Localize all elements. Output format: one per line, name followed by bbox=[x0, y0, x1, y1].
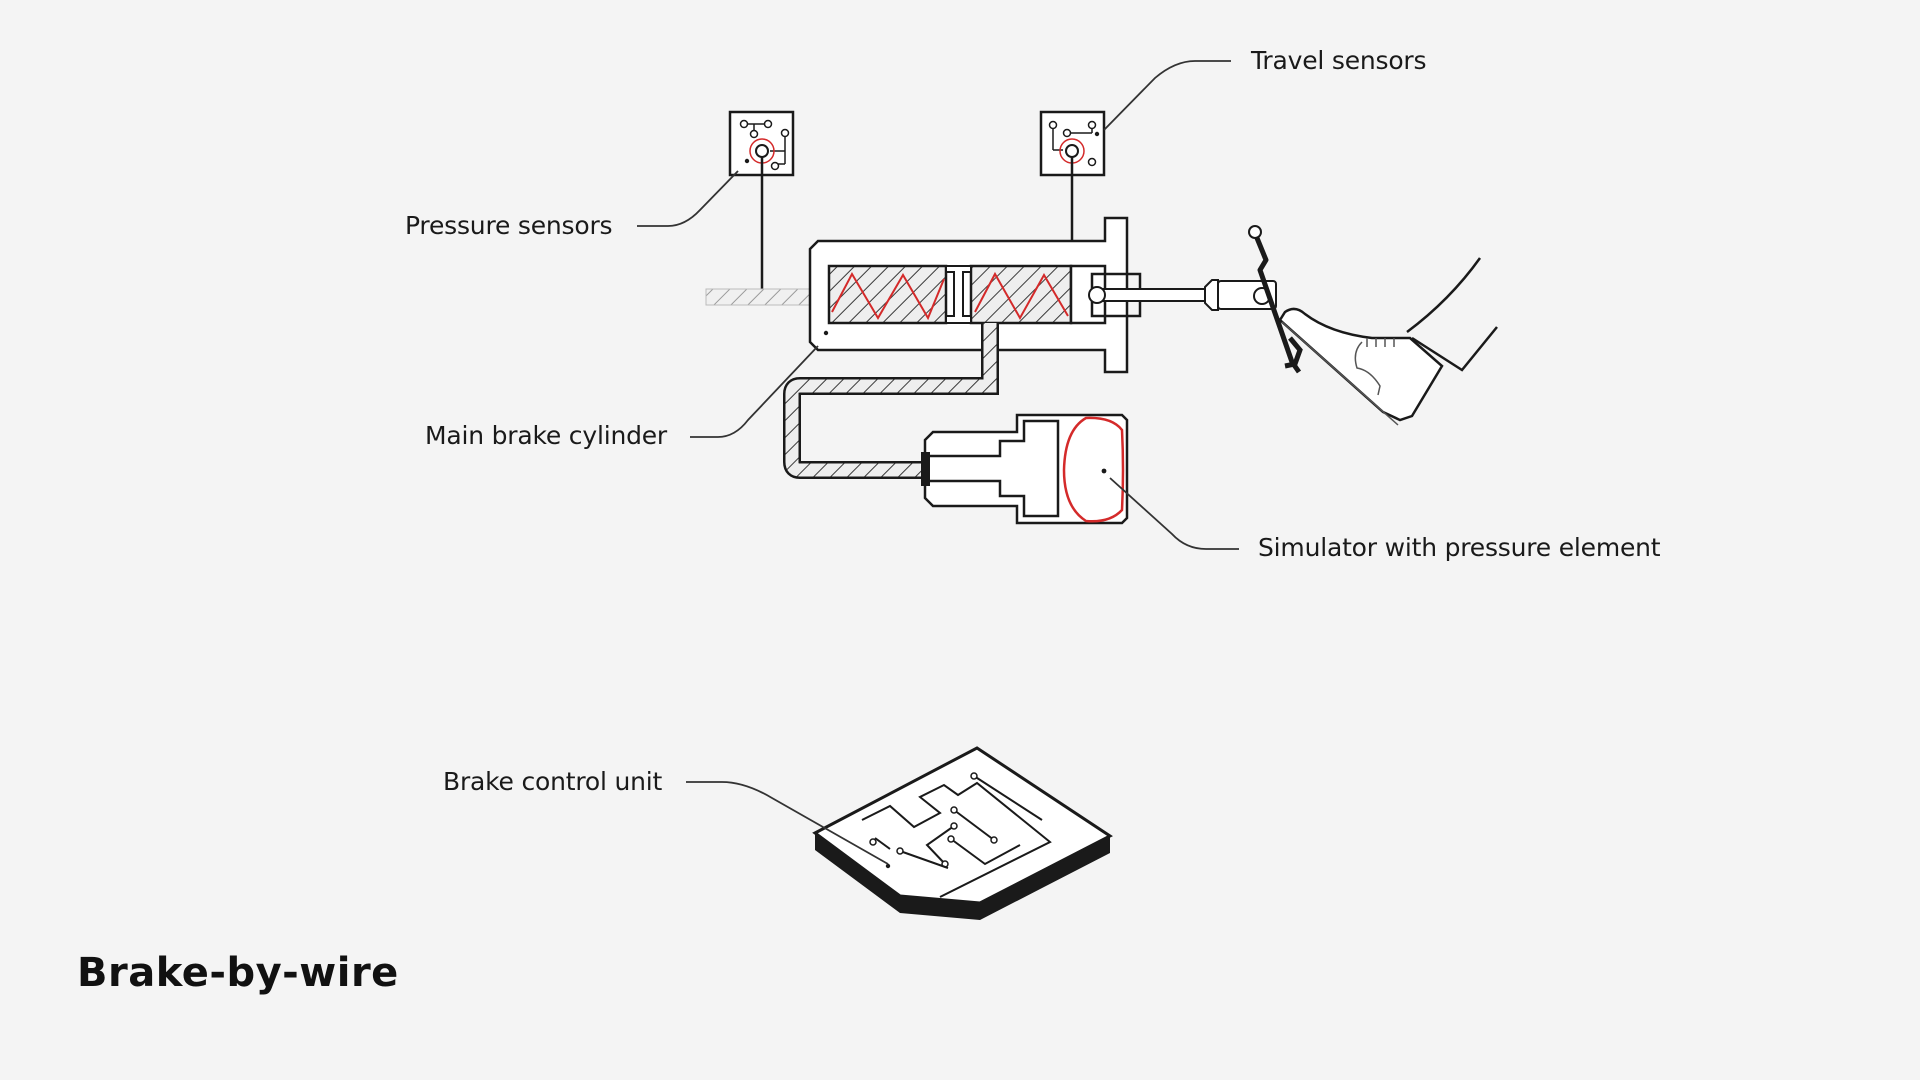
label-main-brake-cylinder: Main brake cylinder bbox=[425, 421, 668, 450]
leader-travel-sensors bbox=[1103, 60, 1231, 131]
simulator bbox=[921, 413, 1129, 525]
label-travel-sensors: Travel sensors bbox=[1251, 46, 1427, 75]
page-title: Brake-by-wire bbox=[77, 950, 399, 996]
label-pressure-sensors: Pressure sensors bbox=[405, 211, 613, 240]
leader-brake-control-unit bbox=[686, 781, 889, 865]
spring-left bbox=[831, 271, 945, 321]
foot bbox=[1278, 257, 1498, 426]
label-brake-control-unit: Brake control unit bbox=[443, 767, 663, 796]
brake-pedal bbox=[1248, 225, 1303, 374]
brake-control-unit bbox=[812, 746, 1113, 920]
label-simulator: Simulator with pressure element bbox=[1258, 533, 1661, 562]
pressure-sensor bbox=[728, 110, 795, 290]
leader-simulator bbox=[1109, 477, 1239, 550]
main-brake-cylinder bbox=[808, 216, 1277, 374]
leader-main-brake-cylinder bbox=[690, 345, 819, 438]
travel-sensor bbox=[1039, 110, 1106, 241]
leader-pressure-sensors bbox=[637, 170, 739, 227]
spring-right bbox=[974, 271, 1069, 321]
